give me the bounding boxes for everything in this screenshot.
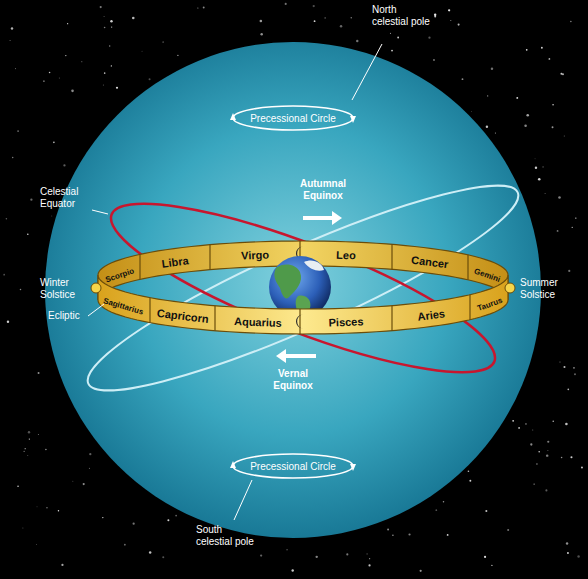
node-text: Precessional Circle: [250, 113, 336, 124]
pole-label: South celestial pole: [196, 524, 254, 548]
band-divider: [299, 309, 300, 334]
node-text: Precessional Circle: [250, 461, 336, 472]
circle-line: [72, 156, 534, 420]
solstice-label: Summer Solstice: [520, 277, 576, 301]
band-divider: [391, 244, 392, 269]
ecliptic-label: Ecliptic: [48, 310, 108, 322]
leader-line: [88, 304, 104, 316]
zodiac-band: [98, 275, 508, 334]
leader-line: [352, 44, 382, 100]
band-divider: [214, 306, 215, 331]
node-text: Virgo: [241, 249, 269, 262]
pole-label: North celestial pole: [372, 4, 430, 28]
band-divider: [391, 306, 392, 331]
star-field: [3, 3, 583, 572]
equator-line: [96, 173, 510, 402]
solstice-point: [505, 283, 515, 293]
circle-label: Celestial Equator: [40, 186, 98, 210]
zodiac-segment: Aquarius: [231, 311, 283, 331]
solstice-point: [91, 283, 101, 293]
zodiac-segment: Virgo: [239, 245, 272, 264]
node-text: Cancer: [411, 253, 450, 270]
node-text: Pisces: [328, 315, 363, 328]
band-divider: [467, 255, 468, 280]
node-text: Libra: [161, 254, 189, 269]
arrow-head: [276, 349, 286, 363]
node-text: Leo: [336, 249, 356, 262]
celestial-sphere: [45, 42, 541, 538]
band-divider: [149, 298, 150, 323]
node-text: Aquarius: [233, 315, 281, 329]
solstice-label: Winter Solstice: [40, 277, 90, 301]
band-divider: [209, 245, 210, 270]
arrow-head: [332, 211, 342, 225]
leader-line: [234, 480, 252, 520]
equinox-label: Vernal Equinox: [266, 368, 320, 392]
zodiac-segment: Pisces: [326, 311, 365, 330]
equinox-label: Autumnal Equinox: [292, 178, 354, 202]
band-divider: [469, 295, 470, 320]
equinox-marker: [296, 315, 303, 329]
node-text: Aries: [417, 307, 446, 323]
motion-arrow: [303, 216, 334, 220]
leader-line: [92, 210, 108, 214]
precession-ellipse: Precessional Circle: [230, 103, 356, 133]
band-divider: [139, 254, 140, 279]
motion-arrow: [284, 354, 316, 358]
zodiac-segment: Leo: [334, 245, 358, 264]
precession-ellipse: Precessional Circle: [230, 451, 356, 481]
